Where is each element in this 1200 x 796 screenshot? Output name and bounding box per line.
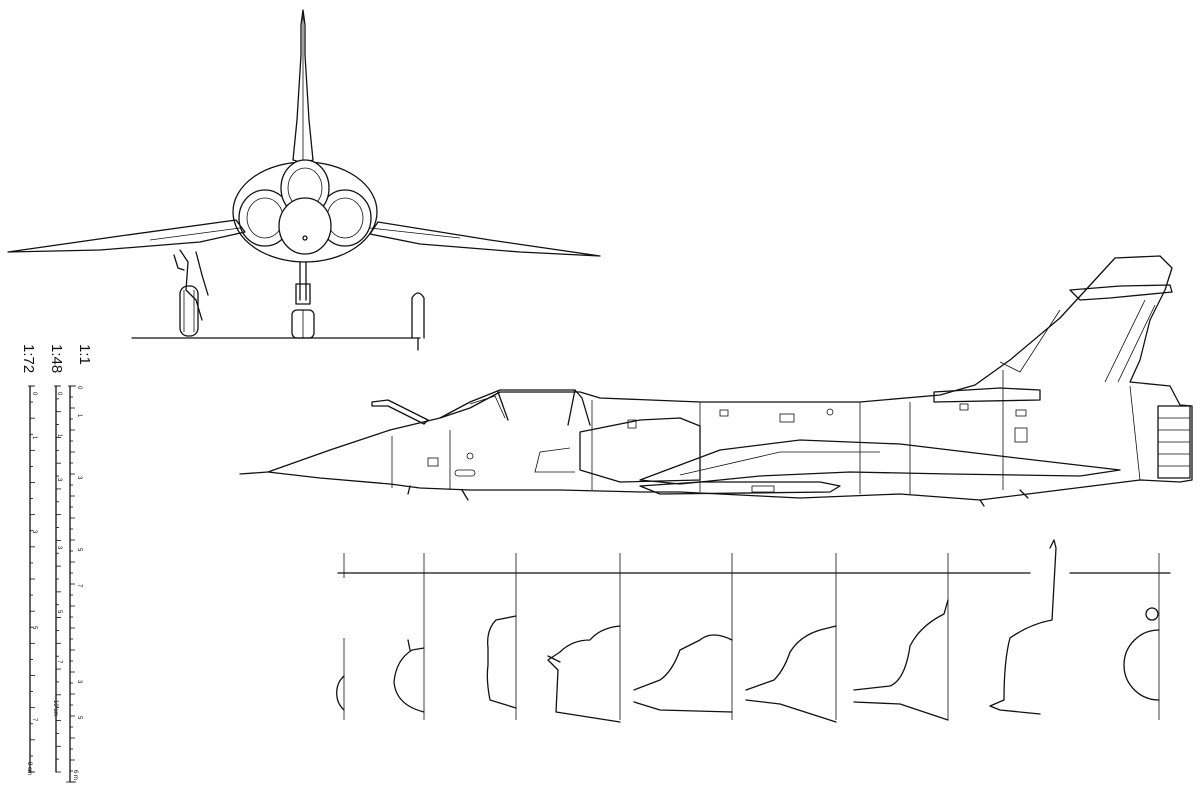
- ruler-c-tick-4: 7: [31, 718, 37, 722]
- ruler-b-tick-2: 3: [56, 478, 62, 482]
- scale-label-1-72: 1:72: [20, 344, 37, 373]
- ruler-a-tick-0: 0: [76, 386, 82, 390]
- ruler-c-tick-2: 3: [31, 530, 37, 534]
- ruler-a-tick-7: 6 m: [72, 770, 78, 780]
- ruler-b-tick-1: 1: [56, 434, 62, 438]
- ruler-c-tick-1: 1: [31, 436, 37, 440]
- nozzle: [1157, 405, 1191, 479]
- front-view: [7, 9, 601, 351]
- ruler-b-tick-5: 7: [56, 660, 62, 664]
- scale-label-1-48: 1:48: [48, 344, 65, 373]
- ruler-c-tick-0: 0: [31, 392, 37, 396]
- side-view: [239, 255, 1193, 507]
- ruler-c-tick-3: 5: [31, 626, 37, 630]
- ruler-a-tick-4: 7: [76, 584, 82, 588]
- ruler-a-tick-5: 3: [76, 680, 82, 684]
- scale-key: 1:1 1:48 1:72 0 1 3 5 7 8 cm 0 1 3 3 5 7…: [20, 344, 93, 783]
- ruler-a-tick-1: 1: [76, 414, 82, 418]
- ruler-b-tick-0: 0: [56, 392, 62, 396]
- ruler-a-tick-2: 3: [76, 476, 82, 480]
- ruler-b-tick-4: 5: [56, 610, 62, 614]
- ruler-a-tick-6: 5: [76, 716, 82, 720]
- ruler-c-tick-5: 8 cm: [26, 762, 32, 775]
- ruler-b-tick-6: 10 cm: [52, 700, 58, 716]
- cross-sections: [336, 539, 1171, 723]
- ruler-minor-ticks: [30, 385, 75, 783]
- ruler-a-tick-3: 5: [76, 548, 82, 552]
- ruler-b-tick-3: 3: [56, 546, 62, 550]
- scale-label-1-1: 1:1: [76, 344, 93, 365]
